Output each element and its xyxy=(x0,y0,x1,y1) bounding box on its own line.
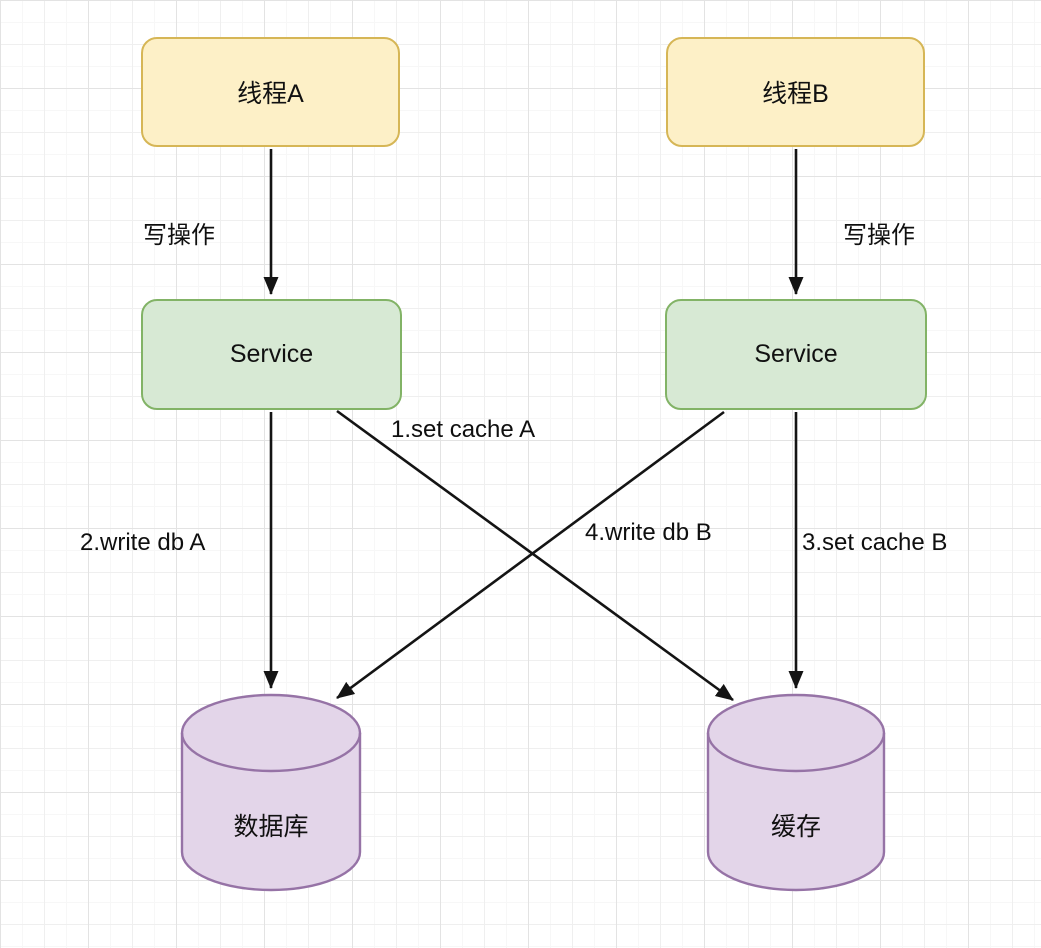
label-write-op-left[interactable]: 写操作 xyxy=(143,222,215,249)
node-thread-a[interactable]: 线程A xyxy=(141,37,400,147)
cache-cylinder-shape[interactable] xyxy=(706,693,886,892)
node-service-a-label: Service xyxy=(229,340,314,368)
node-cache-label: 缓存 xyxy=(770,813,821,841)
label-set-cache-b[interactable]: 3.set cache B xyxy=(802,529,948,556)
node-service-b[interactable]: Service xyxy=(665,299,927,410)
node-thread-b[interactable]: 线程B xyxy=(666,37,925,147)
edge-service-b-to-database[interactable] xyxy=(336,410,725,700)
node-service-b-label: Service xyxy=(754,340,838,368)
label-write-db-a[interactable]: 2.write db A xyxy=(80,529,206,556)
node-thread-a-label: 线程A xyxy=(237,80,304,108)
node-thread-b-label: 线程B xyxy=(762,80,829,108)
node-service-a[interactable]: Service xyxy=(141,299,402,410)
label-set-cache-a[interactable]: 1.set cache A xyxy=(391,416,536,443)
edge-service-a-to-cache[interactable] xyxy=(336,409,734,702)
label-write-db-b[interactable]: 4.write db B xyxy=(585,519,712,546)
label-write-op-right[interactable]: 写操作 xyxy=(843,222,915,249)
node-database-label: 数据库 xyxy=(233,813,309,841)
database-cylinder-shape[interactable] xyxy=(180,693,362,892)
